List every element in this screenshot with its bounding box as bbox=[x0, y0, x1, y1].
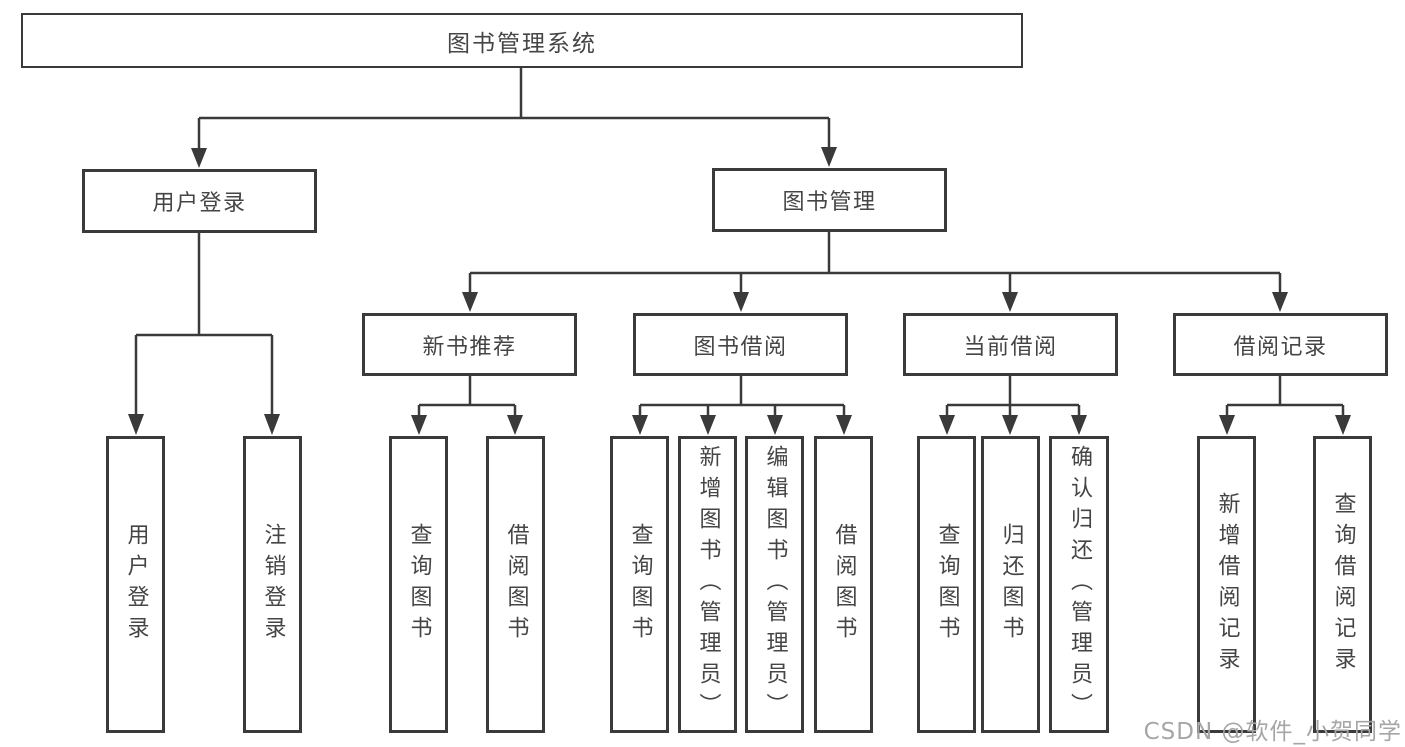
connector-user-login bbox=[134, 232, 274, 416]
node-leaf-br-add-record: 新增借阅记录 bbox=[1197, 436, 1256, 733]
arrow-to-ul-user-login bbox=[128, 414, 144, 435]
node-leaf-br-add-record-label: 新增借阅记录 bbox=[1214, 491, 1240, 678]
node-leaf-user-login: 用户登录 bbox=[106, 436, 165, 733]
node-leaf-bb-add-book: 新增图书（管理员） bbox=[678, 436, 737, 733]
node-leaf-user-login-label: 用户登录 bbox=[123, 522, 149, 647]
node-leaf-br-query-record: 查询借阅记录 bbox=[1313, 436, 1372, 733]
csdn-watermark: CSDN @软件_小贺同学 bbox=[1143, 719, 1402, 745]
arrow-to-bb-borrow bbox=[836, 415, 852, 435]
connector-new-book-recommend bbox=[417, 376, 517, 417]
node-leaf-cb-return-book-label: 归还图书 bbox=[998, 522, 1024, 647]
node-root: 图书管理系统 bbox=[21, 13, 1023, 68]
node-root-label: 图书管理系统 bbox=[447, 30, 597, 57]
node-leaf-bb-edit-book: 编辑图书（管理员） bbox=[745, 436, 804, 733]
node-new-book-recommend: 新书推荐 bbox=[362, 313, 577, 376]
node-leaf-cb-query-books: 查询图书 bbox=[917, 436, 976, 733]
node-borrowing-records: 借阅记录 bbox=[1173, 313, 1388, 376]
arrow-to-bb-edit bbox=[767, 415, 783, 435]
node-user-login: 用户登录 bbox=[82, 169, 317, 233]
node-current-borrowing-label: 当前借阅 bbox=[963, 334, 1058, 360]
connector-current-borrowing bbox=[945, 376, 1081, 417]
node-leaf-cb-confirm-return: 确认归还（管理员） bbox=[1049, 436, 1109, 733]
arrow-to-cb-return bbox=[1002, 415, 1018, 435]
node-book-management: 图书管理 bbox=[712, 168, 947, 232]
node-leaf-cb-query-books-label: 查询图书 bbox=[934, 522, 960, 647]
arrow-to-cb-query bbox=[939, 415, 955, 435]
node-book-borrowing-label: 图书借阅 bbox=[693, 334, 788, 360]
node-user-login-label: 用户登录 bbox=[152, 191, 247, 216]
connector-book-borrowing bbox=[638, 376, 846, 417]
arrow-to-br-add bbox=[1219, 415, 1235, 435]
node-borrowing-records-label: 借阅记录 bbox=[1233, 334, 1328, 360]
node-leaf-bb-borrow-books: 借阅图书 bbox=[814, 436, 873, 733]
arrow-to-bb-add bbox=[700, 415, 716, 435]
node-leaf-nb-query-books: 查询图书 bbox=[389, 436, 448, 733]
node-leaf-bb-borrow-books-label: 借阅图书 bbox=[831, 522, 857, 647]
node-leaf-cb-confirm-return-label: 确认归还（管理员） bbox=[1067, 445, 1092, 724]
node-leaf-nb-borrow-books-label: 借阅图书 bbox=[503, 522, 529, 647]
connector-borrowing-records bbox=[1225, 376, 1345, 417]
node-leaf-logout: 注销登录 bbox=[243, 436, 302, 733]
node-leaf-nb-query-books-label: 查询图书 bbox=[406, 522, 432, 647]
arrow-to-nb-borrow bbox=[507, 415, 523, 435]
arrow-to-book-management bbox=[821, 147, 837, 167]
node-book-management-label: 图书管理 bbox=[782, 190, 877, 215]
node-new-book-recommend-label: 新书推荐 bbox=[422, 334, 517, 360]
connector-book-management bbox=[468, 232, 1282, 294]
node-leaf-bb-edit-book-label: 编辑图书（管理员） bbox=[762, 445, 788, 724]
node-current-borrowing: 当前借阅 bbox=[903, 313, 1118, 376]
arrow-to-current-borrowing bbox=[1002, 292, 1018, 312]
arrow-to-new-book-recommend bbox=[462, 292, 478, 312]
node-book-borrowing: 图书借阅 bbox=[633, 313, 848, 376]
arrow-to-book-borrowing bbox=[733, 292, 749, 312]
arrow-to-cb-confirm bbox=[1071, 415, 1087, 435]
node-leaf-bb-add-book-label: 新增图书（管理员） bbox=[695, 445, 721, 724]
arrow-to-borrowing-records bbox=[1272, 292, 1288, 312]
arrow-to-ul-logout bbox=[264, 414, 280, 435]
arrow-to-bb-query bbox=[632, 415, 648, 435]
node-leaf-nb-borrow-books: 借阅图书 bbox=[486, 436, 545, 733]
node-leaf-bb-query-books-label: 查询图书 bbox=[627, 522, 653, 647]
node-leaf-br-query-record-label: 查询借阅记录 bbox=[1330, 491, 1356, 678]
node-leaf-cb-return-book: 归还图书 bbox=[981, 436, 1040, 733]
arrow-to-nb-query bbox=[411, 415, 427, 435]
connector-root bbox=[197, 68, 831, 150]
arrow-to-br-query bbox=[1335, 415, 1351, 435]
arrow-to-user-login bbox=[191, 148, 207, 168]
node-leaf-bb-query-books: 查询图书 bbox=[610, 436, 669, 733]
node-leaf-logout-label: 注销登录 bbox=[260, 522, 286, 647]
